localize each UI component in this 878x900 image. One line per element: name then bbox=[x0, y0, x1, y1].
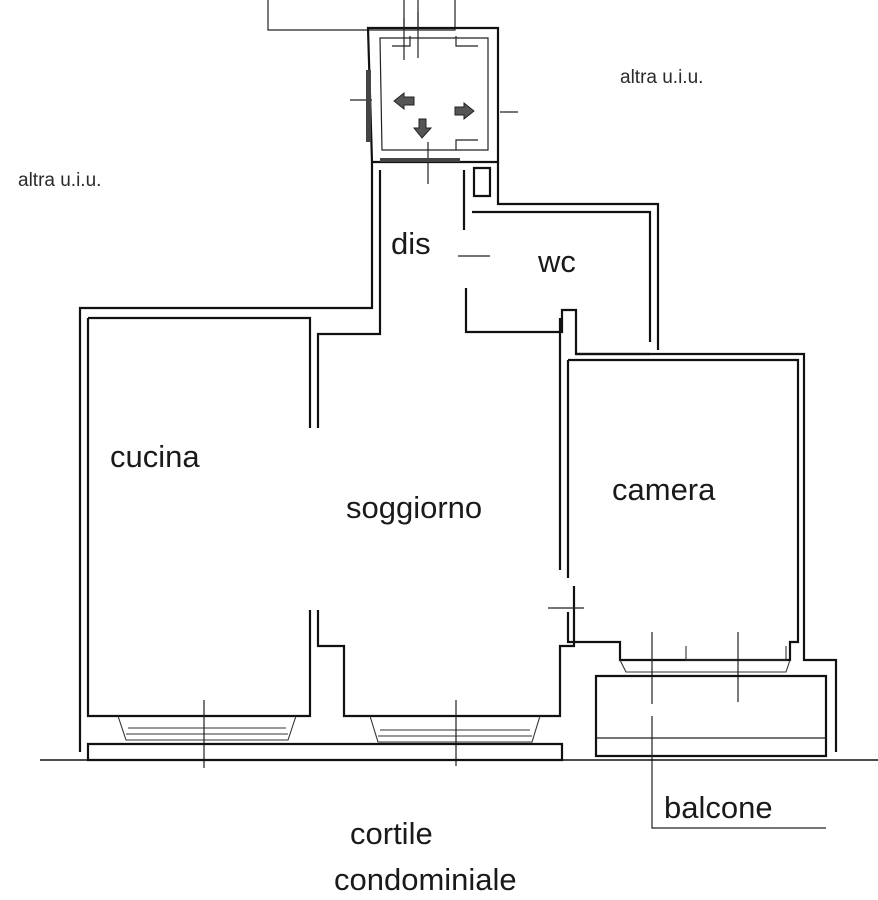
kitchen-walls bbox=[86, 316, 312, 718]
corridor-label: dis bbox=[391, 226, 431, 261]
corridor-walls bbox=[78, 162, 660, 752]
balcony-label: balcone bbox=[664, 790, 773, 825]
kitchen-label: cucina bbox=[110, 439, 200, 474]
bedroom-label: camera bbox=[612, 472, 716, 507]
other-unit-label-left: altra u.i.u. bbox=[18, 170, 102, 191]
ground-line bbox=[40, 742, 878, 762]
other-unit-label-right: altra u.i.u. bbox=[620, 67, 704, 88]
arrow-down-icon bbox=[412, 118, 433, 139]
windows bbox=[117, 632, 791, 768]
bedroom-walls bbox=[566, 352, 838, 752]
bathroom-walls bbox=[464, 210, 652, 356]
living-room-walls bbox=[316, 318, 584, 718]
courtyard-label-line2: condominiale bbox=[334, 862, 517, 897]
balcony bbox=[594, 674, 828, 829]
arrow-left-icon bbox=[393, 91, 415, 111]
bathroom-label: wc bbox=[538, 244, 576, 279]
living-room-label: soggiorno bbox=[346, 490, 483, 525]
arrow-right-icon bbox=[454, 101, 475, 121]
stairwell bbox=[350, 12, 518, 184]
stair-stub bbox=[267, 0, 456, 31]
courtyard-label-line1: cortile bbox=[350, 816, 433, 851]
